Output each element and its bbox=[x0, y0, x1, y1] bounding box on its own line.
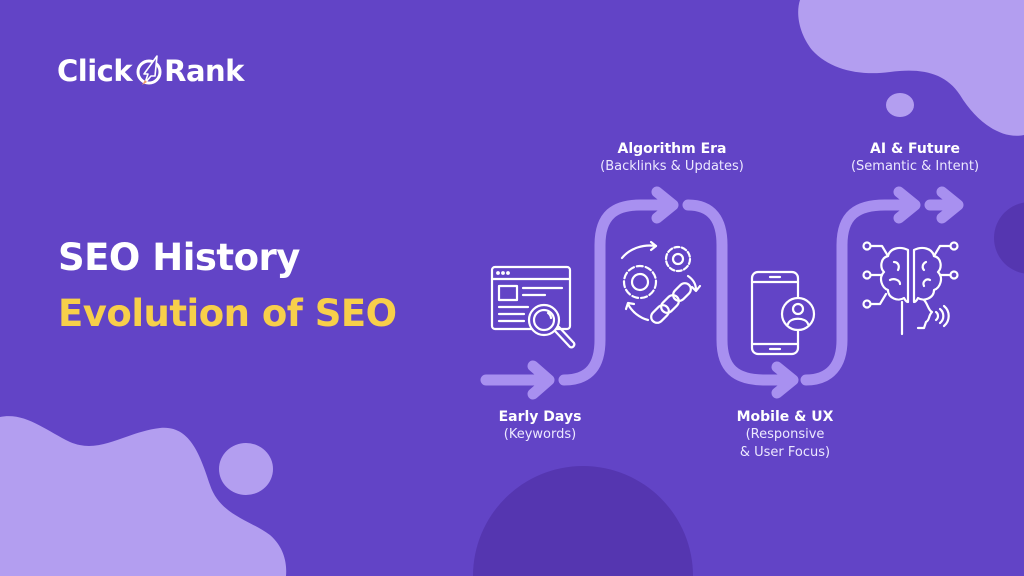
bottom-left-blob bbox=[0, 416, 287, 576]
top-right-blob bbox=[798, 0, 1024, 136]
logo-text-rank: Rank bbox=[164, 54, 244, 88]
stage-algorithm-era: Algorithm Era (Backlinks & Updates) bbox=[572, 140, 772, 176]
stage-subtitle-line2: & User Focus) bbox=[739, 445, 831, 460]
stage-title: Early Days bbox=[498, 409, 582, 425]
mobile-user-icon bbox=[750, 270, 816, 356]
page-title: SEO History bbox=[58, 236, 300, 279]
bottom-left-dot bbox=[219, 443, 273, 495]
gears-link-icon bbox=[620, 240, 702, 324]
stage-subtitle-line1: (Responsive bbox=[745, 427, 825, 442]
logo-text-click: Click bbox=[57, 54, 133, 88]
page-subtitle: Evolution of SEO bbox=[58, 292, 397, 335]
bottom-dark-circle bbox=[473, 466, 693, 576]
stage-early-days: Early Days (Keywords) bbox=[470, 408, 610, 444]
right-dark-circle bbox=[994, 202, 1024, 274]
stage-subtitle: (Keywords) bbox=[503, 427, 577, 442]
rocket-in-circle-icon bbox=[136, 55, 162, 85]
top-right-dot bbox=[886, 93, 914, 117]
ai-brain-icon bbox=[862, 241, 959, 336]
stage-title: Algorithm Era bbox=[617, 141, 727, 157]
stage-mobile-ux: Mobile & UX (Responsive & User Focus) bbox=[715, 408, 855, 462]
stage-subtitle: (Semantic & Intent) bbox=[850, 159, 980, 174]
stage-title: AI & Future bbox=[870, 141, 960, 157]
browser-search-icon bbox=[490, 265, 576, 349]
stage-ai-future: AI & Future (Semantic & Intent) bbox=[820, 140, 1010, 176]
stage-subtitle: (Backlinks & Updates) bbox=[600, 159, 744, 174]
stage-title: Mobile & UX bbox=[736, 409, 834, 425]
clickrank-logo[interactable]: Click Rank bbox=[57, 54, 244, 88]
